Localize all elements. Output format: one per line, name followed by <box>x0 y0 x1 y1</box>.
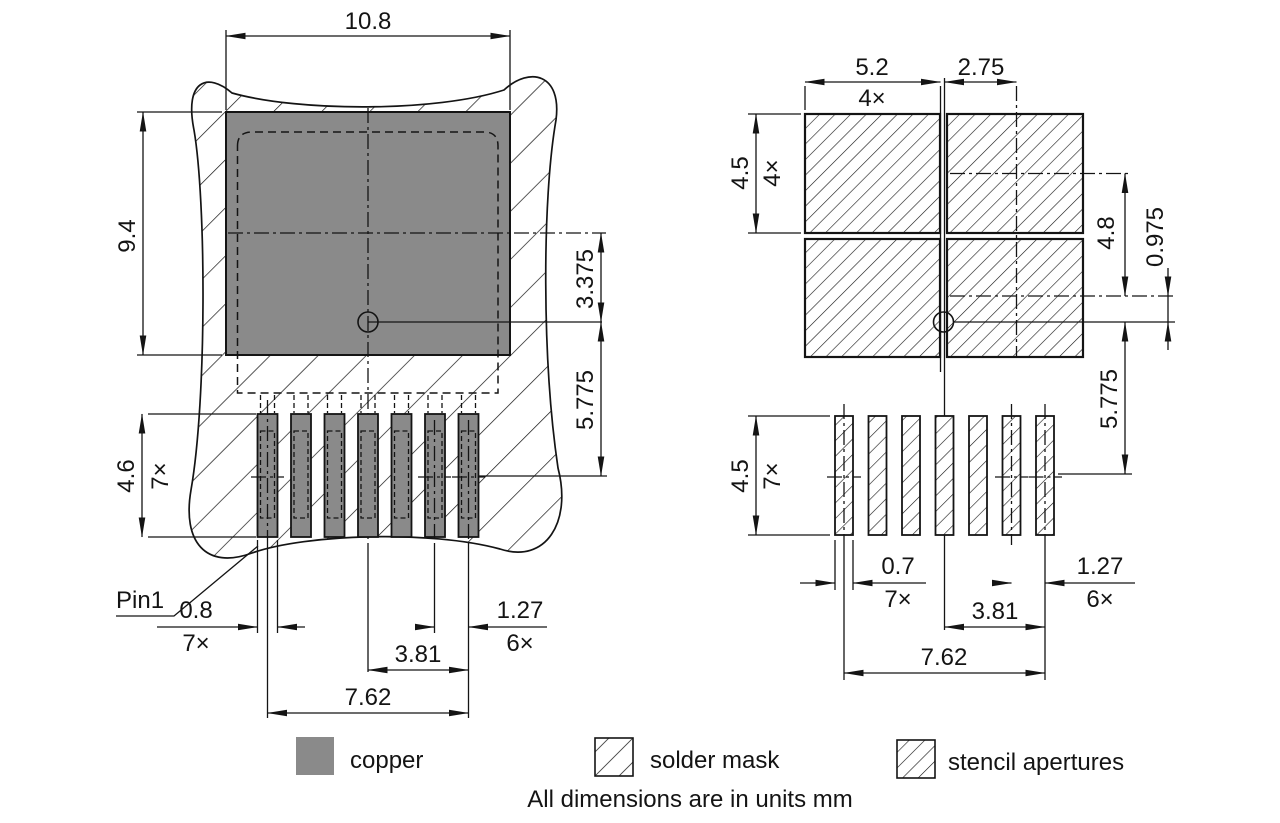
dim-label: 7.62 <box>345 684 392 711</box>
units-note: All dimensions are in units mm <box>527 786 852 813</box>
dim-pad-width: 0.8 7× <box>157 540 305 657</box>
center-mark <box>932 311 955 333</box>
dim-pin-width: 0.7 7× <box>800 540 926 613</box>
dim-aperture-height: 4.5 4× <box>727 113 801 234</box>
stencil-apertures-swatch <box>896 739 936 779</box>
legend-label-solder-mask: solder mask <box>650 747 780 774</box>
legend-label-copper: copper <box>350 747 423 774</box>
dim-label: 3.81 <box>395 641 442 668</box>
dim-mid-to-pins: 5.775 <box>478 321 607 477</box>
dim-half-span: 3.81 <box>367 545 470 718</box>
dim-label: 5.775 <box>572 370 599 430</box>
solder-mask-swatch <box>594 737 634 777</box>
dim-pad-length: 4.6 7× <box>113 413 256 538</box>
dim-label: 5.2 <box>855 54 888 81</box>
dim-label: 1.27 <box>497 597 544 624</box>
dim-center-to-mid: 3.375 <box>572 232 605 323</box>
center-mark <box>357 311 379 333</box>
right-centerlines <box>932 78 1175 630</box>
left-view: 10.8 9.4 3.375 5.775 4.6 7× <box>113 8 607 718</box>
pin-aperture-centerlines <box>827 404 1062 545</box>
aperture-1 <box>803 112 942 235</box>
legend-label-stencil-apertures: stencil apertures <box>948 749 1124 776</box>
dim-full-span: 7.62 <box>266 545 469 718</box>
copper-pin-pads <box>256 413 480 538</box>
dim-label: 4.5 <box>727 459 754 492</box>
pin-pad-4 <box>357 413 379 538</box>
dim-full-span: 7.62 <box>843 545 1046 680</box>
dim-row-pitch: 4.8 <box>1093 173 1129 297</box>
dim-mid-to-pins: 5.775 <box>1058 321 1132 475</box>
dim-count: 7× <box>182 630 209 657</box>
dim-overall-width: 10.8 <box>225 8 511 110</box>
dim-count: 4× <box>858 85 885 112</box>
dim-label: 2.75 <box>958 54 1005 81</box>
right-view: 5.2 4× 2.75 4.5 4× 4.8 0.975 <box>727 54 1175 680</box>
dim-label: 0.975 <box>1142 207 1169 267</box>
pin-pad-2 <box>290 413 312 538</box>
dim-pin-length: 4.5 7× <box>727 415 830 536</box>
pin-aperture-4 <box>934 415 955 536</box>
dim-count: 6× <box>1086 586 1113 613</box>
dim-label: 4.8 <box>1093 216 1120 249</box>
dim-half-span: 3.81 <box>944 545 1046 680</box>
dim-count: 6× <box>506 630 533 657</box>
dim-pitch: 1.27 6× <box>415 545 547 657</box>
pin-aperture-3 <box>901 415 921 536</box>
dim-col-center-offset: 2.75 <box>944 54 1017 86</box>
dim-count: 4× <box>759 159 786 186</box>
legend: copper solder mask stencil apertures <box>296 737 1124 779</box>
package-outline-dashed <box>236 131 499 394</box>
dim-pitch: 1.27 6× <box>992 553 1135 613</box>
copper-swatch <box>296 737 334 775</box>
aperture-3 <box>803 237 942 359</box>
legend-item-copper: copper <box>296 737 423 775</box>
dim-label: 10.8 <box>345 8 392 35</box>
dim-count: 7× <box>884 586 911 613</box>
legend-item-solder-mask: solder mask <box>594 737 780 777</box>
dim-aperture-width: 5.2 4× <box>804 54 941 112</box>
pin1-callout: Pin1 <box>116 545 259 617</box>
pin-pad-3 <box>323 413 346 538</box>
pin-apertures <box>834 415 1055 536</box>
dim-overall-height: 9.4 <box>114 111 222 356</box>
dim-count: 7× <box>759 462 786 489</box>
pin-aperture-2 <box>867 415 888 536</box>
pin-aperture-5 <box>968 415 988 536</box>
pin-centerlines <box>251 400 485 545</box>
dim-label: 4.6 <box>113 459 140 492</box>
dim-label: 3.375 <box>572 249 599 309</box>
pin1-label: Pin1 <box>116 587 164 614</box>
dim-label: 7.62 <box>921 644 968 671</box>
dim-label: 9.4 <box>114 219 141 252</box>
dim-count: 7× <box>147 462 174 489</box>
dim-label: 1.27 <box>1077 553 1124 580</box>
dim-label: 5.775 <box>1096 369 1123 429</box>
dim-label: 0.7 <box>881 553 914 580</box>
dim-label: 3.81 <box>972 598 1019 625</box>
aperture-4 <box>945 237 1085 359</box>
legend-item-stencil-apertures: stencil apertures <box>896 739 1124 779</box>
pin-pad-5 <box>390 413 413 538</box>
dim-label: 0.8 <box>179 597 212 624</box>
dim-center-offset: 0.975 <box>1142 207 1172 350</box>
dim-label: 4.5 <box>727 156 754 189</box>
